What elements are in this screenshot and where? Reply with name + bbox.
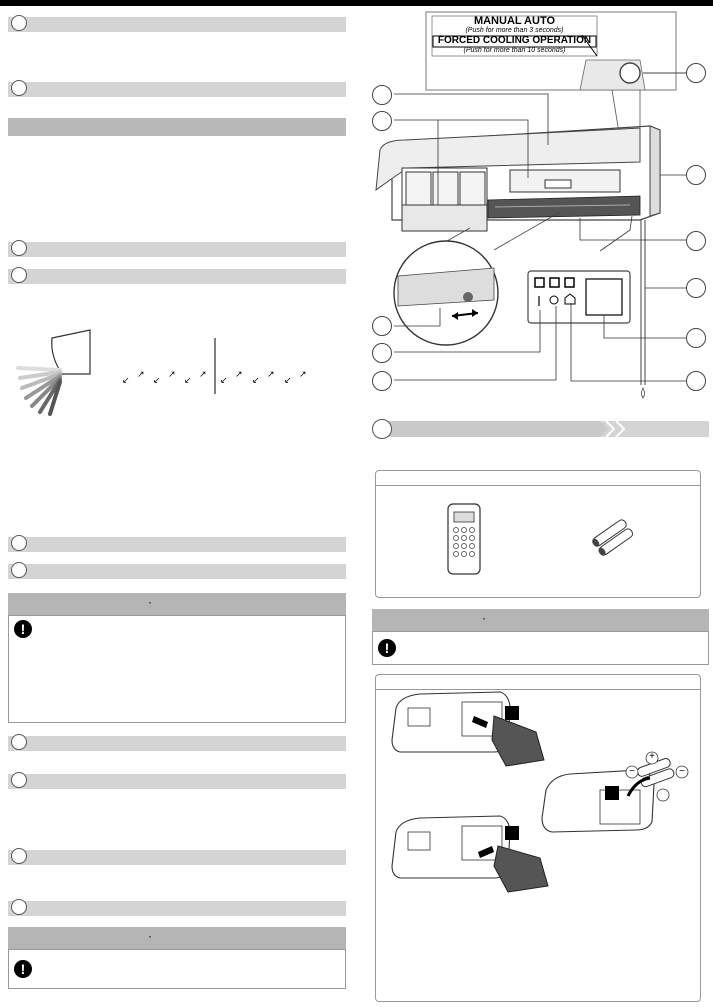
section-bar-10 — [8, 901, 346, 916]
section-bar-7 — [8, 736, 346, 751]
warning-icon: ! — [14, 620, 32, 638]
section-bar-remote — [375, 421, 709, 437]
section-number-5 — [11, 535, 27, 551]
caution-header-dot: · — [482, 611, 486, 625]
top-rule — [0, 0, 713, 6]
accessories-header — [376, 471, 700, 486]
manual-auto-label: MANUAL AUTO (Push for more than 3 second… — [432, 16, 597, 55]
caution-panel-2 — [8, 949, 346, 989]
step-3-marker: 3 — [505, 826, 519, 840]
forced-cooling-note: (Push for more than 10 seconds) — [463, 47, 566, 54]
callout-receiver — [686, 328, 706, 348]
caution-header-dot: · — [148, 595, 152, 609]
svg-text:↗: ↗ — [168, 369, 176, 379]
section-header-plain — [8, 118, 346, 136]
svg-text:↙: ↙ — [284, 375, 292, 385]
step-1-marker: 1 — [505, 706, 519, 720]
forced-cooling-title: FORCED COOLING OPERATION — [437, 35, 592, 46]
section-number-6 — [11, 562, 27, 578]
warning-icon: ! — [14, 960, 32, 978]
callout-air-filter — [372, 111, 392, 131]
section-number-remote — [372, 419, 392, 439]
section-number-9 — [11, 848, 27, 864]
svg-text:↙: ↙ — [184, 375, 192, 385]
section-number-2 — [11, 80, 27, 96]
section-bar-5 — [8, 537, 346, 552]
caution-header-1: · — [8, 593, 346, 615]
caution-header-2: · — [8, 927, 346, 949]
callout-vane-lever — [372, 316, 392, 336]
polarity-minus-left: − — [629, 766, 635, 777]
caution-header-dot: · — [148, 929, 152, 943]
section-number-4 — [11, 267, 27, 283]
callout-lamp-2 — [372, 371, 392, 391]
section-number-8 — [11, 772, 27, 788]
callout-lamp-3 — [686, 371, 706, 391]
accessories-panel — [375, 470, 701, 598]
section-number-10 — [11, 899, 27, 915]
callout-manual-button — [686, 63, 706, 83]
svg-text:↙: ↙ — [252, 375, 260, 385]
callout-louver — [686, 231, 706, 251]
step-2-marker: 2 — [605, 786, 619, 800]
section-bar-6 — [8, 564, 346, 579]
section-number-1 — [11, 15, 27, 31]
battery-install-panel — [375, 674, 701, 1002]
section-bar-3 — [8, 242, 346, 257]
caution-header-3: · — [372, 609, 709, 631]
caution-panel-3 — [372, 631, 709, 665]
section-number-3 — [11, 240, 27, 256]
svg-text:↙: ↙ — [122, 375, 130, 385]
polarity-plus: + — [649, 751, 655, 762]
callout-lamp-1 — [372, 343, 392, 363]
callout-front-panel — [372, 85, 392, 105]
section-bar-2 — [8, 82, 346, 97]
section-bar-8 — [8, 774, 346, 789]
caution-panel-1 — [8, 615, 346, 723]
section-number-7 — [11, 734, 27, 750]
manual-auto-title: MANUAL AUTO — [473, 15, 556, 27]
battery-install-header — [376, 675, 700, 690]
callout-drain-hose — [686, 278, 706, 298]
svg-text:↗: ↗ — [199, 369, 207, 379]
svg-text:↙: ↙ — [220, 375, 228, 385]
callout-air-inlet — [686, 165, 706, 185]
section-bar-4 — [8, 269, 346, 284]
svg-text:↗: ↗ — [267, 369, 275, 379]
section-bar-9 — [8, 850, 346, 865]
warning-icon: ! — [378, 639, 396, 657]
polarity-minus-right: − — [679, 766, 685, 777]
svg-text:↗: ↗ — [299, 369, 307, 379]
svg-text:↗: ↗ — [137, 369, 145, 379]
svg-text:↙: ↙ — [153, 375, 161, 385]
section-bar-1 — [8, 17, 346, 32]
svg-text:↗: ↗ — [235, 369, 243, 379]
manual-auto-note: (Push for more than 3 seconds) — [465, 27, 564, 34]
